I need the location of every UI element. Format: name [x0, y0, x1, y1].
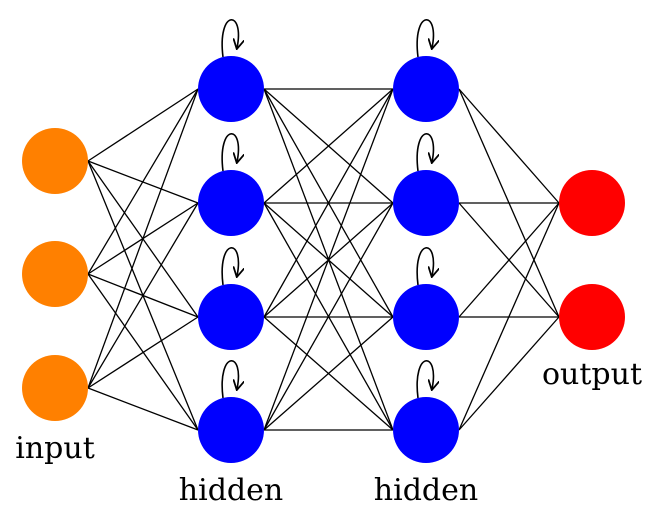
- edge-input-3-to-hidden1-3: [87, 316, 199, 389]
- edge-input-3-to-hidden1-1: [87, 88, 199, 389]
- edge-hidden2-4-to-output-2: [458, 316, 560, 431]
- node-hidden1-2: [198, 170, 264, 236]
- self-loop-hidden1-2: [221, 133, 238, 172]
- label-input: input: [15, 431, 95, 466]
- node-hidden1-1: [198, 56, 264, 122]
- edge-input-2-to-hidden1-1: [87, 88, 199, 275]
- self-loop-hidden1-1: [221, 19, 238, 58]
- label-hidden-1: hidden: [179, 473, 283, 508]
- node-hidden2-3: [393, 284, 459, 350]
- edge-hidden2-3-to-output-1: [458, 202, 560, 318]
- edge-hidden1-4-to-hidden2-2: [263, 202, 394, 431]
- self-loop-hidden2-3: [416, 247, 433, 286]
- edges-group: [87, 88, 560, 431]
- node-output-2: [559, 284, 625, 350]
- node-input-3: [22, 355, 88, 421]
- edge-hidden1-4-to-hidden2-3: [263, 316, 394, 431]
- self-loop-hidden2-4: [416, 360, 433, 399]
- node-hidden1-3: [198, 284, 264, 350]
- self-loop-hidden2-1: [416, 19, 433, 58]
- self-loop-hidden1-3: [221, 247, 238, 286]
- edge-input-3-to-hidden1-4: [87, 387, 199, 431]
- edge-hidden1-4-to-hidden2-1: [263, 88, 394, 431]
- edge-input-1-to-hidden1-1: [87, 88, 199, 162]
- node-hidden2-1: [393, 56, 459, 122]
- node-input-1: [22, 128, 88, 194]
- edge-hidden1-3-to-hidden2-1: [263, 88, 394, 318]
- node-hidden1-4: [198, 397, 264, 463]
- label-hidden-2: hidden: [374, 473, 478, 508]
- node-output-1: [559, 170, 625, 236]
- node-hidden2-2: [393, 170, 459, 236]
- label-output: output: [542, 357, 642, 392]
- labels-group: input hidden hidden output: [15, 357, 642, 508]
- nodes-group: [22, 56, 625, 463]
- edge-hidden2-4-to-output-1: [458, 202, 560, 431]
- node-input-2: [22, 241, 88, 307]
- node-hidden2-4: [393, 397, 459, 463]
- self-loops-group: [221, 19, 433, 399]
- edge-hidden2-1-to-output-1: [458, 88, 560, 204]
- self-loop-hidden1-4: [221, 360, 238, 399]
- self-loop-hidden2-2: [416, 133, 433, 172]
- edge-input-3-to-hidden1-2: [87, 202, 199, 389]
- edge-hidden1-2-to-hidden2-1: [263, 88, 394, 204]
